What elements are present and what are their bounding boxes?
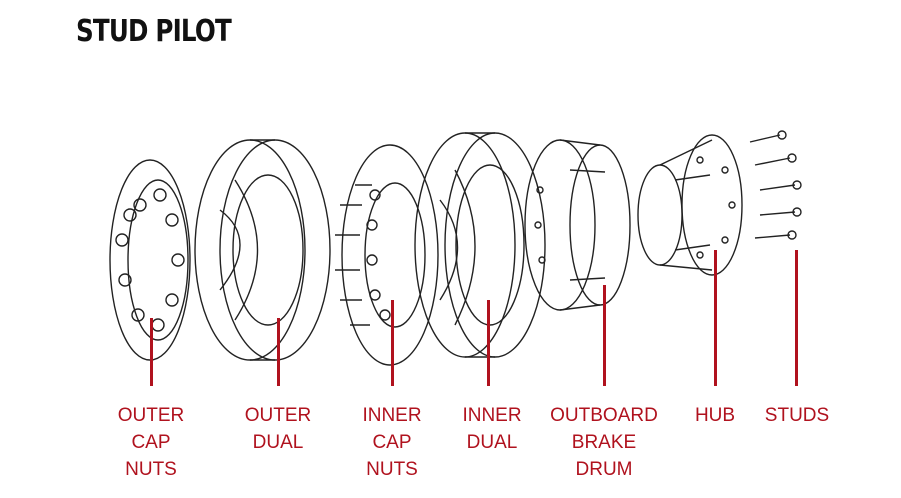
exploded-wheel-assembly [109, 130, 802, 366]
label-inner-dual: INNER DUAL [462, 405, 522, 453]
leader-studs [795, 250, 798, 386]
leader-inner-cap-nuts [391, 300, 394, 386]
label-inner-cap-nuts: INNER CAP NUTS [362, 405, 422, 480]
label-studs: STUDS [764, 405, 830, 426]
hub-illustration [637, 134, 743, 276]
outer-dual-illustration [194, 139, 331, 361]
leader-outer-dual [277, 318, 280, 386]
leader-outer-cap-nuts [150, 318, 153, 386]
brake-drum-illustration [524, 139, 631, 311]
label-outboard-brake-drum: OUTBOARD BRAKE DRUM [550, 405, 658, 480]
studs-illustration [749, 130, 802, 240]
leader-inner-dual [487, 300, 490, 386]
inner-dual-illustration [414, 132, 546, 358]
diagram-title: STUD PILOT [76, 14, 232, 49]
label-outer-dual: OUTER DUAL [244, 405, 312, 453]
leader-hub [714, 250, 717, 386]
leader-outboard-brake-drum [603, 285, 606, 386]
label-outer-cap-nuts: OUTER CAP NUTS [117, 405, 185, 480]
inner-cap-nuts-illustration [335, 144, 439, 366]
label-hub: HUB [694, 405, 736, 426]
